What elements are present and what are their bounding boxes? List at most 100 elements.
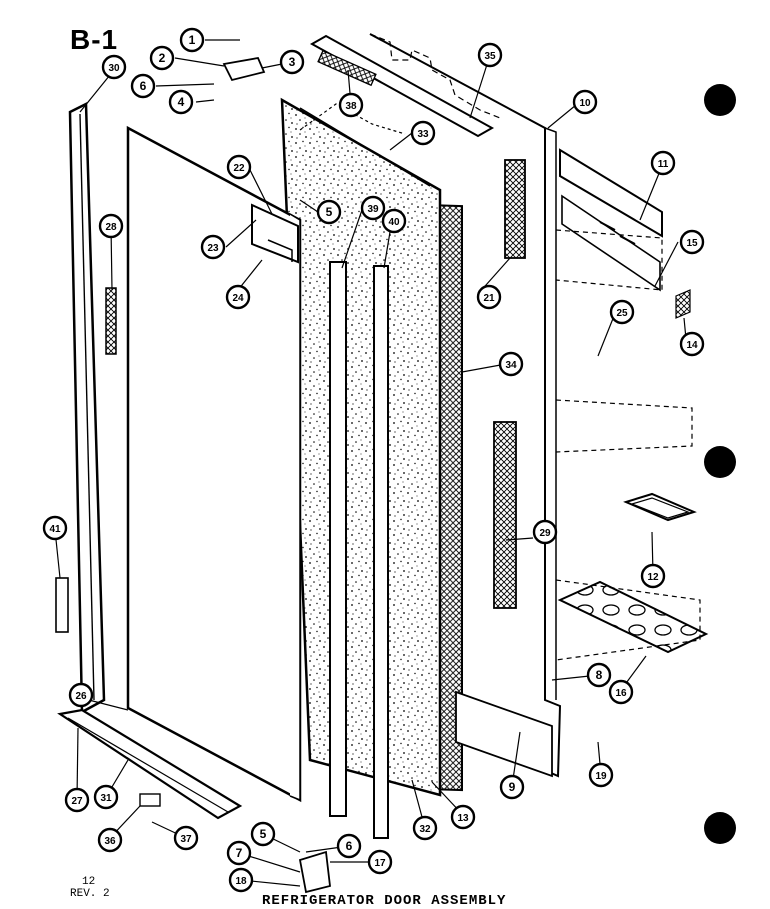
bottom-trim: [57, 708, 243, 820]
callout-circle: [168, 89, 194, 115]
callout-number: 21: [483, 293, 495, 304]
callout-circle: [173, 825, 199, 851]
callout-13: 13: [450, 804, 476, 830]
callout-circle: [650, 150, 676, 176]
revision-label: REV. 2: [70, 888, 110, 900]
callout-6: 6: [130, 73, 156, 99]
binder-hole-bottom: [704, 812, 736, 844]
callout-5: 5: [316, 199, 342, 225]
callout-circle: [338, 92, 364, 118]
callout-number: 24: [232, 293, 244, 304]
callout-circle: [98, 213, 124, 239]
callout-35: 35: [477, 42, 503, 68]
callout-32: 32: [412, 815, 438, 841]
callout-number: 37: [180, 834, 192, 845]
callout-circle: [410, 120, 436, 146]
callout-40: 40: [381, 208, 407, 234]
callout-39: 39: [360, 195, 386, 221]
door-shelf-rail: [559, 148, 663, 292]
callout-circle: [499, 774, 525, 800]
callout-26: 26: [68, 682, 94, 708]
callout-circle: [679, 331, 705, 357]
callout-12: 12: [640, 563, 666, 589]
callout-circle: [226, 840, 252, 866]
callout-number: 31: [100, 793, 112, 804]
top-trim: [309, 34, 495, 138]
callout-number: 5: [260, 827, 267, 841]
callout-number: 13: [457, 813, 469, 824]
callout-number: 38: [345, 101, 357, 112]
callout-8: 8: [586, 662, 612, 688]
callout-number: 3: [289, 55, 296, 69]
callout-circle: [179, 27, 205, 53]
callout-circle: [200, 234, 226, 260]
callout-circle: [64, 787, 90, 813]
shelf-bracket-upper: [504, 159, 526, 259]
callout-number: 15: [686, 238, 698, 249]
callout-number: 33: [417, 129, 429, 140]
callout-28: 28: [98, 213, 124, 239]
nameplate: [55, 577, 69, 633]
callout-circle: [42, 515, 68, 541]
callout-25: 25: [609, 299, 635, 325]
callout-circle: [608, 679, 634, 705]
bottom-shelf-rail: [455, 690, 553, 778]
callout-number: 27: [71, 796, 83, 807]
callout-33: 33: [410, 120, 436, 146]
retainer-clip: [675, 289, 691, 319]
callout-circle: [476, 284, 502, 310]
callout-circle: [609, 299, 635, 325]
callout-number: 19: [595, 771, 607, 782]
binder-hole-top: [704, 84, 736, 116]
callout-37: 37: [173, 825, 199, 851]
breaker-strip-right: [373, 265, 389, 839]
callout-24: 24: [225, 284, 251, 310]
callout-circle: [532, 519, 558, 545]
callout-number: 41: [49, 524, 61, 535]
callout-number: 14: [686, 340, 698, 351]
callout-29: 29: [532, 519, 558, 545]
callout-23: 23: [200, 234, 226, 260]
callout-number: 7: [236, 846, 243, 860]
callout-22: 22: [226, 154, 252, 180]
callout-number: 34: [505, 360, 517, 371]
callout-17: 17: [367, 849, 393, 875]
callout-number: 2: [159, 51, 166, 65]
callout-number: 6: [346, 839, 353, 853]
section-title: B-1: [70, 24, 119, 55]
callout-number: 29: [539, 528, 551, 539]
callout-number: 17: [374, 858, 386, 869]
callout-circle: [279, 49, 305, 75]
callout-number: 25: [616, 308, 628, 319]
callout-circle: [130, 73, 156, 99]
callout-number: 18: [235, 876, 247, 887]
callout-number: 11: [658, 159, 669, 170]
callout-18: 18: [228, 867, 254, 893]
callout-circle: [149, 45, 175, 71]
callout-1: 1: [179, 27, 205, 53]
callout-number: 1: [189, 33, 196, 47]
callout-circle: [679, 229, 705, 255]
shelf-bracket-lower: [493, 421, 517, 609]
callout-4: 4: [168, 89, 194, 115]
callout-circle: [97, 827, 123, 853]
callout-number: 30: [108, 63, 120, 74]
callout-number: 36: [104, 836, 116, 847]
page-number: 12: [82, 876, 96, 888]
callout-number: 8: [596, 668, 603, 682]
callout-number: 32: [419, 824, 431, 835]
callout-circle: [412, 815, 438, 841]
callout-38: 38: [338, 92, 364, 118]
callout-number: 16: [615, 688, 627, 699]
callout-circle: [586, 662, 612, 688]
callout-15: 15: [679, 229, 705, 255]
callout-10: 10: [572, 89, 598, 115]
callout-34: 34: [498, 351, 524, 377]
callout-circle: [228, 867, 254, 893]
callout-7: 7: [226, 840, 252, 866]
callout-number: 35: [484, 51, 496, 62]
callout-circle: [101, 54, 127, 80]
trim-grip: [105, 287, 117, 355]
callout-circle: [367, 849, 393, 875]
